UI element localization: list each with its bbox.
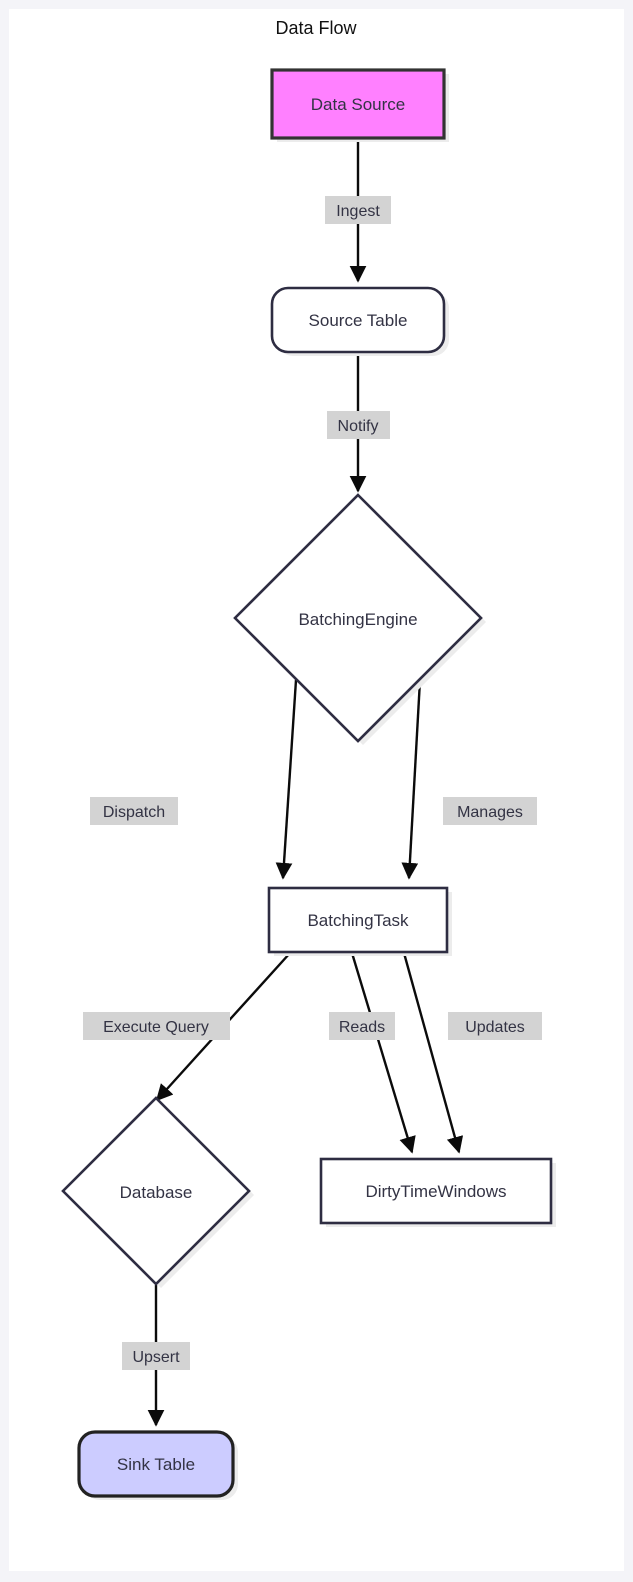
- edge-updates-line: [402, 952, 464, 1154]
- edge-label-updates: Updates: [448, 1012, 542, 1040]
- node-database-shape: [61, 1096, 251, 1286]
- edge-label-dispatch: Dispatch: [90, 797, 178, 825]
- edge-label-updates-text: Updates: [465, 1019, 525, 1036]
- node-data-source[interactable]: Data Source: [270, 68, 449, 142]
- node-source-table[interactable]: Source Table: [270, 286, 449, 356]
- node-dirty-time-windows-shape: [319, 1157, 553, 1225]
- node-batching-task-shape: [267, 886, 449, 954]
- node-source-table-label: Source Table: [309, 311, 408, 330]
- edge-dispatch-line: [275, 679, 298, 880]
- node-sink-table-label: Sink Table: [117, 1455, 195, 1474]
- node-dirty-time-windows[interactable]: DirtyTimeWindows: [319, 1157, 556, 1227]
- edge-label-execute-query: Execute Query: [83, 1012, 230, 1040]
- edge-reads-line: [350, 952, 416, 1154]
- node-batching-engine-label: BatchingEngine: [298, 610, 417, 629]
- node-source-table-shape: [270, 286, 446, 354]
- edge-manages-line: [401, 679, 422, 880]
- node-sink-table-shape: [77, 1430, 235, 1498]
- edge-label-upsert: Upsert: [122, 1342, 190, 1370]
- node-batching-task-label: BatchingTask: [307, 911, 409, 930]
- node-batching-engine-shape: [233, 493, 483, 743]
- edge-label-manages-text: Manages: [457, 804, 523, 821]
- edge-label-upsert-text: Upsert: [132, 1349, 180, 1366]
- nodes-group: Data Source Source Table BatchingEngine …: [61, 68, 556, 1500]
- node-data-source-label: Data Source: [311, 95, 406, 114]
- edge-label-reads: Reads: [329, 1012, 395, 1040]
- node-batching-engine[interactable]: BatchingEngine: [233, 493, 486, 745]
- edge-label-reads-text: Reads: [339, 1019, 385, 1036]
- diagram-title: Data Flow: [275, 18, 357, 38]
- edge-label-notify: Notify: [327, 411, 390, 439]
- edge-labels-group: Ingest Notify Dispatch Manages Execute Q…: [83, 196, 542, 1370]
- node-sink-table[interactable]: Sink Table: [77, 1430, 238, 1500]
- edge-label-dispatch-text: Dispatch: [103, 804, 165, 821]
- node-data-source-shape: [270, 68, 446, 140]
- edge-label-ingest-text: Ingest: [336, 203, 380, 220]
- edge-label-manages: Manages: [443, 797, 537, 825]
- diagram-frame: [9, 9, 624, 1571]
- edge-label-ingest: Ingest: [325, 196, 391, 224]
- node-batching-task[interactable]: BatchingTask: [267, 886, 452, 956]
- node-dirty-time-windows-label: DirtyTimeWindows: [365, 1182, 506, 1201]
- edge-label-execute-query-text: Execute Query: [103, 1019, 209, 1036]
- node-database[interactable]: Database: [61, 1096, 254, 1288]
- node-database-label: Database: [120, 1183, 193, 1202]
- edge-label-notify-text: Notify: [338, 418, 379, 435]
